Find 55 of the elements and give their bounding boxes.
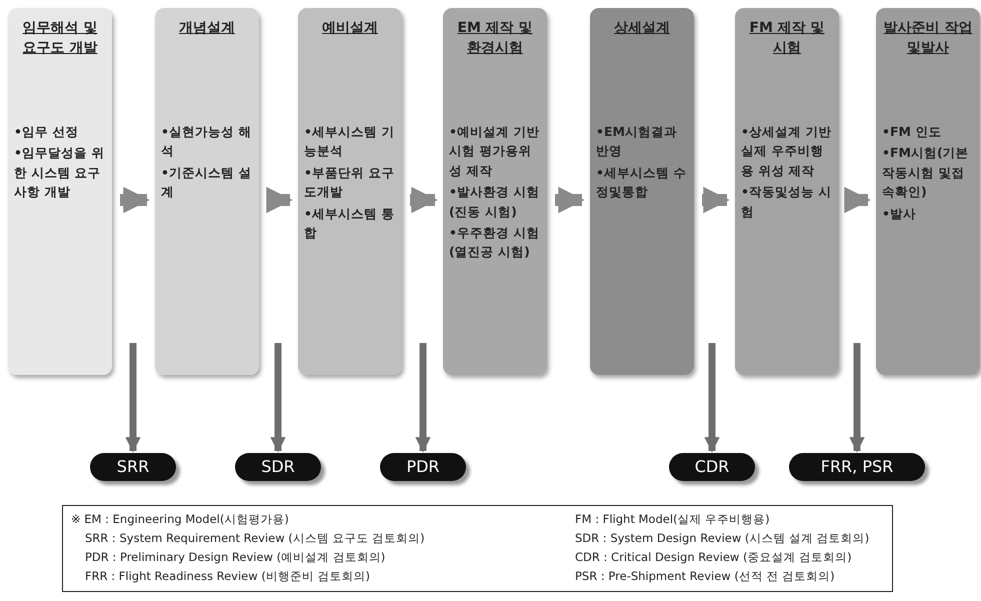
phase-title: 개념설계 — [178, 19, 236, 38]
phase-box — [590, 8, 694, 375]
chevron-arrow — [844, 186, 871, 214]
legend-note: SRR : System Requirement Review (시스템 요구도 검토회의) — [85, 531, 425, 546]
bullet-item: •FM 인도 — [882, 123, 942, 141]
review-pill: CDR — [669, 453, 755, 481]
bullet-item: •임무 선정 — [14, 123, 80, 141]
phase-box — [8, 8, 112, 375]
bullet-item: •부품단위 요구도개발 — [304, 164, 396, 202]
bullet-item: •세부시스템 수정및통합 — [596, 164, 688, 202]
bullet-item: •FM시험(기본 작동시험 및접속확인) — [882, 144, 970, 202]
phase-title: 발사준비 작업및발사 — [882, 19, 974, 58]
chevron-arrow — [410, 186, 438, 214]
chevron-arrow — [266, 186, 293, 214]
legend-note: SDR : System Design Review (시스템 설계 검토회의) — [575, 531, 870, 546]
bullet-item: •기준시스템 설계 — [161, 164, 252, 202]
legend-note: CDR : Critical Design Review (중요설계 검토회의) — [575, 550, 852, 565]
bullet-item: •임무달성을 위한 시스템 요구사항 개발 — [14, 144, 106, 202]
legend-note: ※ EM : Engineering Model(시험평가용) — [71, 512, 289, 527]
bullet-item: •실현가능성 해석 — [161, 123, 252, 160]
phase-box — [298, 8, 402, 375]
phase-title: EM 제작 및 환경시험 — [456, 19, 534, 58]
chevron-arrow — [702, 186, 730, 214]
phase-box — [876, 8, 980, 375]
bullet-item: •우주환경 시험(열진공 시험) — [449, 224, 540, 262]
bullet-item: •발사 — [882, 204, 917, 222]
legend-note: FRR : Flight Readiness Review (비행준비 검토회의) — [85, 569, 370, 584]
down-arrow — [270, 343, 286, 453]
phase-title: 상세설계 — [613, 19, 671, 38]
legend-note: PDR : Preliminary Design Review (예비설계 검토회의) — [85, 550, 386, 565]
bullet-item: •세부시스템 기능분석 — [304, 123, 396, 160]
down-arrow — [125, 343, 141, 453]
legend-note: PSR : Pre-Shipment Review (선적 전 검토회의) — [575, 569, 835, 584]
phase-box — [443, 8, 547, 375]
bullet-item: •작동및성능 시험 — [741, 183, 832, 220]
down-arrow — [849, 343, 865, 453]
bullet-item: •EM시험결과 반영 — [596, 123, 678, 160]
bullet-item: •상세설계 기반 실제 우주비행용 위성 제작 — [741, 123, 832, 180]
phase-title: 임무해석 및 요구도 개발 — [22, 19, 98, 58]
phase-title: 예비설계 — [321, 19, 379, 38]
bullet-item: •예비설계 기반 시험 평가용위성 제작 — [449, 123, 540, 180]
legend-note: FM : Flight Model(실제 우주비행용) — [575, 512, 770, 527]
chevron-arrow — [555, 186, 585, 214]
bullet-item: •발사환경 시험(진동 시험) — [449, 183, 540, 220]
phase-box — [155, 8, 259, 375]
review-pill: SRR — [90, 453, 176, 481]
review-pill: FRR, PSR — [789, 453, 925, 481]
phase-box — [735, 8, 839, 375]
review-pill: PDR — [380, 453, 466, 481]
bullet-item: •세부시스템 통합 — [304, 204, 396, 242]
review-pill: SDR — [235, 453, 321, 481]
chevron-arrow — [120, 186, 150, 214]
down-arrow — [415, 343, 431, 453]
phase-title: FM 제작 및 시험 — [748, 19, 826, 58]
down-arrow — [704, 343, 720, 453]
